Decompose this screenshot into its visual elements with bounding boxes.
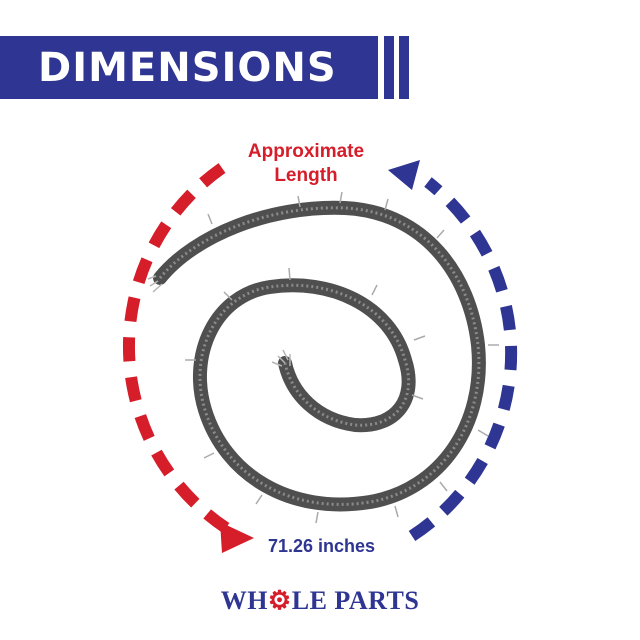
gear-icon: ⚙ (267, 586, 292, 615)
logo-text-start: WH (220, 586, 268, 615)
red-dashed-arc (122, 163, 230, 533)
gasket-coil (147, 191, 499, 524)
length-label: Length (274, 165, 338, 186)
dimensions-banner: DIMENSIONS (0, 36, 378, 99)
blue-arrow-icon (388, 160, 420, 190)
whole-parts-logo: WH⚙LE PARTS (0, 586, 640, 616)
banner-stripe (399, 36, 409, 99)
length-value: 71.26 inches (268, 536, 376, 556)
red-arrow-icon (220, 522, 254, 553)
banner-title: DIMENSIONS (38, 44, 337, 91)
logo-text-end: LE PARTS (291, 586, 420, 615)
banner-stripe (384, 36, 394, 99)
blue-dashed-arc (408, 177, 518, 542)
approximate-label: Approximate (247, 141, 365, 162)
approximate-length-label: Approximate Length (228, 140, 384, 188)
